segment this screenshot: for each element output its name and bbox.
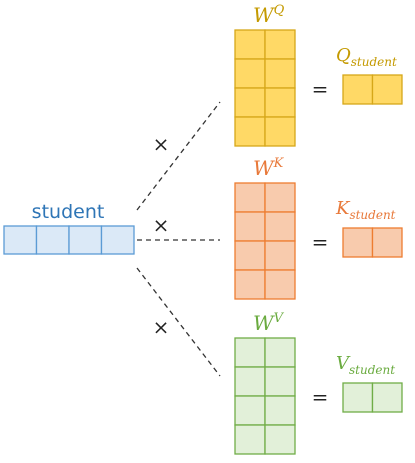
output-label-k: Kstudent	[335, 198, 396, 222]
weight-matrix-cell	[234, 211, 266, 242]
weight-branch-q: WQ = Qstudent	[234, 3, 403, 147]
input-group: student	[3, 201, 135, 255]
equals-symbol-q: =	[312, 77, 329, 101]
output-vector-v	[342, 382, 403, 413]
weight-matrix-label-q: WQ	[253, 3, 285, 27]
output-vector-cell	[342, 227, 374, 258]
weight-matrix-label-v: WV	[253, 311, 285, 335]
input-vector-cell	[100, 225, 135, 255]
input-vector-cell	[68, 225, 103, 255]
equals-symbol-v: =	[312, 385, 329, 409]
weight-matrix-cell	[234, 366, 266, 397]
weight-matrix-cell	[264, 395, 296, 426]
output-vector-cell	[371, 74, 403, 105]
weight-matrix-cell	[264, 182, 296, 213]
weight-matrix-cell	[264, 87, 296, 118]
weight-matrix-cell	[234, 182, 266, 213]
weight-matrix-q	[234, 29, 296, 147]
weight-matrix-k	[234, 182, 296, 300]
weight-matrix-cell	[264, 366, 296, 397]
output-vector-k	[342, 227, 403, 258]
weight-matrix-cell	[264, 211, 296, 242]
input-word-label: student	[32, 201, 105, 223]
weight-matrix-cell	[234, 395, 266, 426]
input-vector-cell	[35, 225, 70, 255]
output-vector-cell	[371, 227, 403, 258]
input-vector	[3, 225, 135, 255]
weight-branch-v: WV = Vstudent	[234, 311, 403, 455]
projection-line-v	[136, 267, 221, 377]
weight-matrix-label-k: WK	[253, 156, 285, 180]
times-symbol-v: ×	[153, 315, 170, 339]
projection-line-q	[136, 101, 221, 211]
weight-matrix-cell	[234, 269, 266, 300]
output-label-v: Vstudent	[336, 353, 395, 377]
times-symbol-q: ×	[153, 132, 170, 156]
weight-matrix-cell	[264, 240, 296, 271]
weight-matrix-cell	[234, 424, 266, 455]
equals-symbol-k: =	[312, 230, 329, 254]
output-label-q: Qstudent	[336, 45, 397, 69]
weight-matrix-cell	[234, 29, 266, 60]
weight-matrix-cell	[234, 240, 266, 271]
times-symbol-k: ×	[153, 213, 170, 237]
weight-matrix-cell	[234, 58, 266, 89]
output-vector-q	[342, 74, 403, 105]
weight-branch-k: WK =Kstudent	[234, 156, 403, 300]
weight-matrix-cell	[264, 424, 296, 455]
weight-matrix-v	[234, 337, 296, 455]
weight-matrix-cell	[264, 29, 296, 60]
input-vector-cell	[3, 225, 38, 255]
weight-matrix-cell	[264, 337, 296, 368]
output-vector-cell	[342, 74, 374, 105]
weight-matrix-cell	[234, 337, 266, 368]
output-vector-cell	[371, 382, 403, 413]
weight-matrix-cell	[264, 116, 296, 147]
output-vector-cell	[342, 382, 374, 413]
weight-matrix-cell	[234, 116, 266, 147]
weight-matrix-cell	[264, 58, 296, 89]
weight-matrix-cell	[264, 269, 296, 300]
weight-matrix-cell	[234, 87, 266, 118]
